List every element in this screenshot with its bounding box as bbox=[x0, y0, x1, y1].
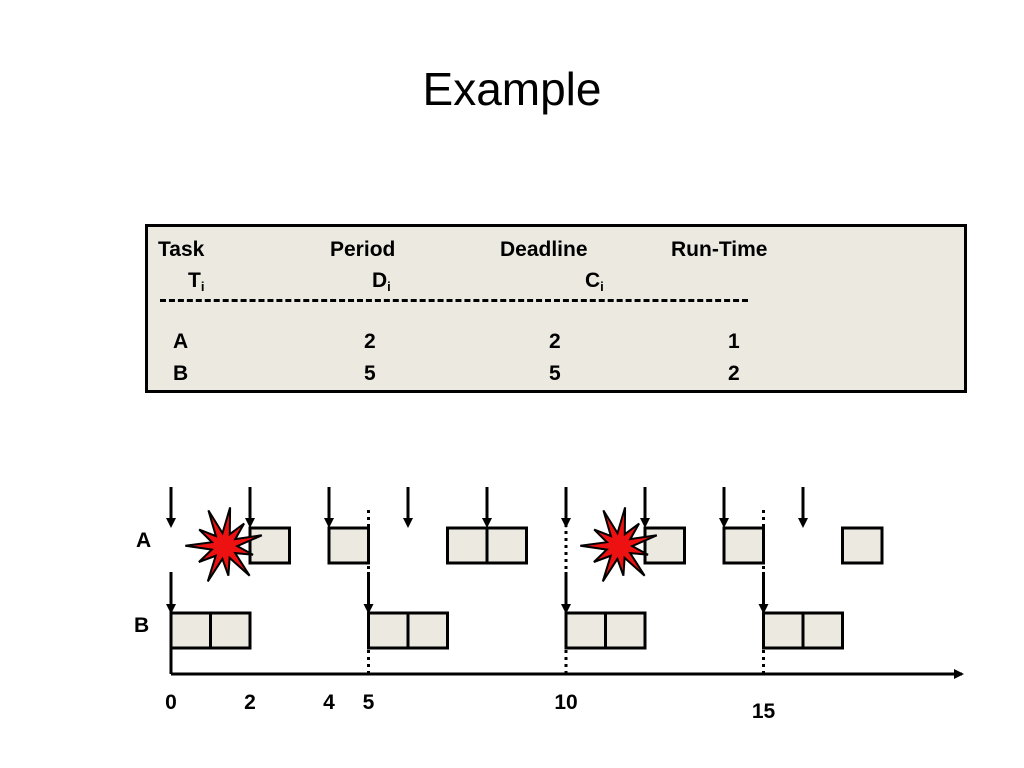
task-a-exec-box bbox=[446, 526, 489, 565]
task-b-release-arrow-head bbox=[363, 604, 374, 614]
task-b-release-arrow-head bbox=[561, 604, 571, 614]
deadline-miss-burst-icon bbox=[185, 507, 263, 582]
task-b-release-arrow-head bbox=[166, 604, 176, 614]
axis-tick-label: 5 bbox=[363, 691, 375, 714]
axis-tick-label: 10 bbox=[554, 691, 577, 714]
table-divider bbox=[160, 299, 748, 302]
task-b-exec-box bbox=[209, 611, 252, 650]
header-period: Period bbox=[330, 238, 396, 261]
row-a-period: 2 bbox=[364, 330, 376, 353]
header-runtime: Run-Time bbox=[671, 238, 768, 261]
axis-tick-label: 0 bbox=[165, 691, 177, 714]
row-a-task: A bbox=[173, 330, 189, 353]
task-a-release-arrow-head bbox=[482, 518, 492, 528]
deadline-miss-burst-icon bbox=[580, 507, 658, 582]
task-b-release-arrow-head bbox=[758, 604, 769, 614]
task-a-exec-box bbox=[643, 526, 686, 565]
row-b-task: B bbox=[173, 362, 189, 385]
task-a-release-arrow-head bbox=[640, 518, 650, 528]
task-a-exec-box bbox=[841, 526, 884, 565]
symbol-t-i: Ti bbox=[188, 269, 205, 294]
task-b-exec-box bbox=[801, 611, 844, 650]
row-label-a: A bbox=[136, 529, 151, 552]
task-parameter-table: Task Period Deadline Run-Time Ti Di Ci A… bbox=[145, 224, 967, 393]
header-deadline: Deadline bbox=[500, 238, 588, 261]
task-a-release-arrow-head bbox=[561, 518, 571, 528]
header-task: Task bbox=[158, 238, 205, 261]
task-b-exec-box bbox=[762, 611, 805, 650]
task-a-release-arrow-head bbox=[166, 518, 176, 528]
task-a-release-arrow-head bbox=[719, 518, 729, 528]
task-b-exec-box bbox=[169, 611, 212, 650]
row-label-b: B bbox=[134, 614, 149, 637]
symbol-c-i: Ci bbox=[585, 269, 604, 294]
row-a-runtime: 1 bbox=[728, 330, 740, 353]
axis-tick-label: 15 bbox=[752, 700, 776, 723]
row-b-period: 5 bbox=[364, 362, 376, 385]
slide-title: Example bbox=[422, 63, 602, 115]
axis-tick-label: 4 bbox=[323, 691, 335, 714]
symbol-d-i: Di bbox=[372, 269, 391, 294]
task-a-release-arrow-head bbox=[798, 518, 808, 528]
task-a-release-arrow-head bbox=[324, 518, 334, 528]
task-a-exec-box bbox=[485, 526, 528, 565]
task-b-exec-box bbox=[367, 611, 410, 650]
task-a-exec-box bbox=[248, 526, 291, 565]
task-b-exec-box bbox=[406, 611, 449, 650]
task-a-release-arrow-head bbox=[403, 518, 413, 528]
axis-tick-label: 2 bbox=[244, 691, 256, 714]
task-b-exec-box bbox=[564, 611, 607, 650]
row-b-deadline: 5 bbox=[549, 362, 561, 385]
row-b-runtime: 2 bbox=[728, 362, 740, 385]
task-a-exec-box bbox=[722, 526, 765, 565]
task-a-exec-box bbox=[327, 526, 370, 565]
row-a-deadline: 2 bbox=[549, 330, 561, 353]
task-b-exec-box bbox=[604, 611, 647, 650]
task-a-release-arrow-head bbox=[245, 518, 255, 528]
